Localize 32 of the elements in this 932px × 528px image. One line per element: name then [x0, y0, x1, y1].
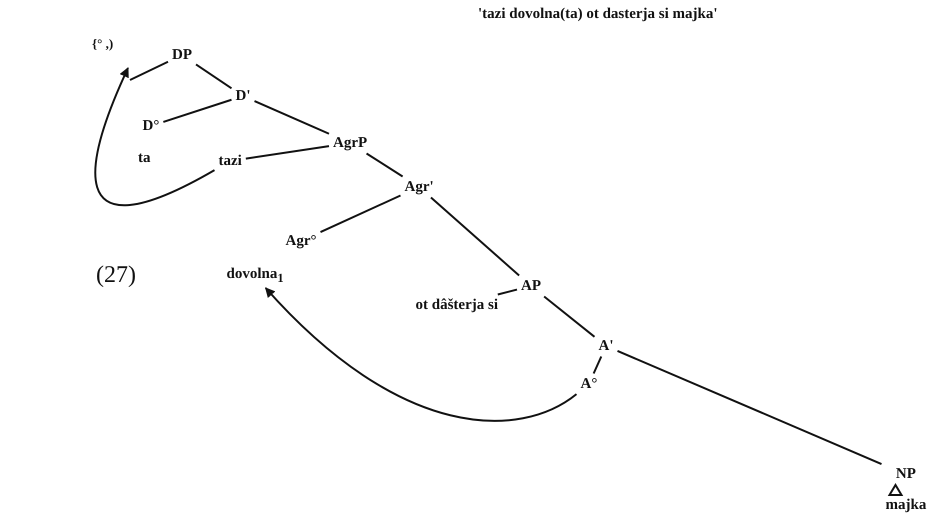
node-label: DP: [172, 46, 192, 64]
tree-branch: [320, 194, 401, 233]
tree-branch: [366, 152, 404, 178]
terminal-word: majka: [886, 497, 926, 514]
tree-branch: [163, 98, 232, 123]
movement-arrow: [94, 67, 215, 206]
gloss-title: 'tazi dovolna(ta) ot dasterja si majka': [478, 6, 718, 23]
tree-branch: [544, 296, 596, 338]
node-label: NP: [894, 466, 917, 483]
node-label: D': [236, 88, 250, 104]
node-label: tazi: [218, 152, 242, 170]
tree-branch: [246, 145, 330, 160]
node-label: A°: [580, 376, 598, 392]
node-label: AgrP: [333, 134, 368, 152]
node-label: D°: [142, 118, 160, 134]
movement-arrow: [264, 287, 578, 422]
tree-branch: [592, 356, 602, 374]
lexical-word: ta: [138, 150, 150, 167]
example-number: (27): [96, 262, 136, 289]
node-label: ot dâšterja si: [416, 296, 498, 314]
node-label: dovolna$_{1}$: [226, 266, 284, 286]
node-label: Agr': [404, 178, 434, 196]
tree-branch: [130, 60, 168, 81]
node-label: Agr°: [286, 232, 316, 250]
node-label: A': [598, 338, 614, 354]
node-label: AP: [521, 278, 541, 294]
tree-branch: [498, 288, 518, 296]
specifier-mark: {° ,): [92, 36, 114, 52]
tree-branch: [430, 196, 520, 276]
tree-branch: [617, 350, 882, 465]
tree-branch: [254, 100, 330, 135]
tree-branch: [195, 64, 232, 90]
